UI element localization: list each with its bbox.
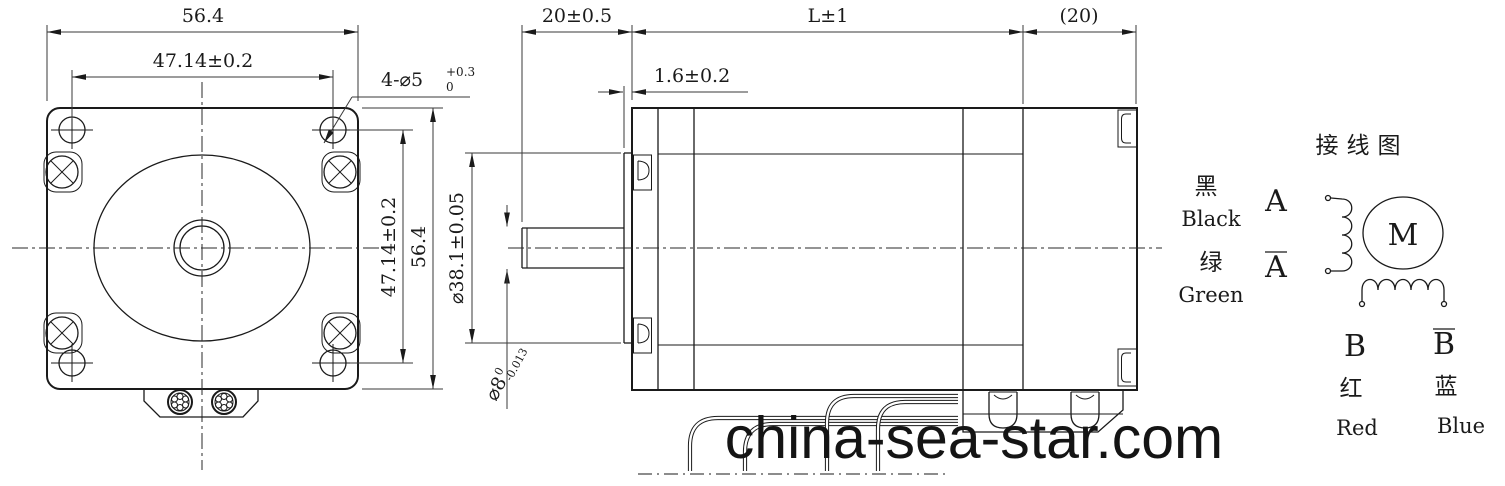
label-phase-b-bar: B bbox=[1433, 327, 1455, 362]
label-blue-cn: 蓝 bbox=[1435, 374, 1458, 400]
round-connector-icon bbox=[211, 389, 237, 415]
dim-hole-spacing-h-label: 47.14±0.2 bbox=[153, 50, 254, 72]
wire bbox=[875, 399, 958, 471]
wire bbox=[824, 393, 958, 471]
rear-cover-clips bbox=[1117, 109, 1138, 387]
label-phase-a: A bbox=[1264, 184, 1287, 219]
corner-screws bbox=[43, 151, 361, 354]
dim-height-label: 56.4 bbox=[408, 226, 430, 268]
motor-body-outline bbox=[631, 107, 1138, 391]
holes-callout-tol-upper: +0.3 bbox=[446, 65, 475, 79]
dim-shaft-dia-label: ⌀8 0 -0.013 bbox=[481, 346, 530, 404]
dim-width-label: 56.4 bbox=[182, 5, 224, 27]
rear-plug-icon bbox=[988, 391, 1018, 429]
front-dimensions: 56.4 47.14±0.2 47.14±0.2 56.4 4-⌀5 +0.3 … bbox=[46, 5, 475, 390]
label-phase-b: B bbox=[1344, 329, 1366, 364]
dim-boss-thickness-label: 1.6±0.2 bbox=[654, 65, 730, 87]
screw-icon bbox=[43, 312, 83, 354]
screw-icon bbox=[43, 151, 83, 193]
rear-plug-icon bbox=[1070, 391, 1100, 429]
wiring-diagram: 接线图 黑 Black 绿 Green A A M B B 红 Red 蓝 Bl… bbox=[1178, 133, 1485, 440]
lead-wires bbox=[638, 393, 958, 475]
front-connector bbox=[143, 389, 259, 418]
rear-connector-housing bbox=[962, 390, 1124, 433]
dim-shaft-length-label: 20±0.5 bbox=[542, 5, 612, 27]
label-black-cn: 黑 bbox=[1195, 174, 1218, 200]
side-dimensions: 20±0.5 L±1 (20) 1.6±0.2 ⌀38.1±0.05 ⌀8 0 … bbox=[446, 5, 1137, 409]
screw-icon bbox=[321, 312, 361, 354]
front-view: 56.4 47.14±0.2 47.14±0.2 56.4 4-⌀5 +0.3 … bbox=[12, 5, 475, 470]
label-black-en: Black bbox=[1181, 207, 1240, 231]
coil-b bbox=[1358, 278, 1448, 308]
round-connector-icon bbox=[167, 389, 193, 415]
motor-symbol: M bbox=[1388, 218, 1419, 253]
dim-rear-length-label: (20) bbox=[1059, 5, 1098, 27]
label-red-en: Red bbox=[1336, 416, 1378, 440]
label-blue-en: Blue bbox=[1437, 414, 1485, 438]
motor-circle bbox=[1362, 196, 1444, 270]
side-view: 20±0.5 L±1 (20) 1.6±0.2 ⌀38.1±0.05 ⌀8 0 … bbox=[446, 5, 1162, 475]
shaft bbox=[521, 227, 624, 269]
watermark-text: china-sea-star.com bbox=[725, 405, 1223, 471]
holes-callout: 4-⌀5 +0.3 0 bbox=[323, 65, 475, 144]
flange-screw-marks bbox=[633, 154, 652, 354]
coil-a bbox=[1324, 194, 1353, 275]
holes-callout-tol-lower: 0 bbox=[446, 80, 454, 94]
body-section-lines bbox=[657, 108, 1024, 390]
label-green-en: Green bbox=[1178, 283, 1243, 307]
wire bbox=[742, 421, 958, 471]
label-phase-a-bar: A bbox=[1264, 250, 1287, 285]
label-green-cn: 绿 bbox=[1200, 250, 1223, 276]
screw-icon bbox=[321, 151, 361, 193]
dim-boss-dia-label: ⌀38.1±0.05 bbox=[446, 192, 468, 304]
wiring-title: 接线图 bbox=[1316, 133, 1409, 159]
holes-callout-label: 4-⌀5 bbox=[381, 69, 423, 91]
label-red-cn: 红 bbox=[1340, 376, 1363, 402]
dim-body-length-label: L±1 bbox=[808, 5, 849, 27]
dim-hole-spacing-v-label: 47.14±0.2 bbox=[378, 197, 400, 298]
wire bbox=[687, 415, 958, 471]
